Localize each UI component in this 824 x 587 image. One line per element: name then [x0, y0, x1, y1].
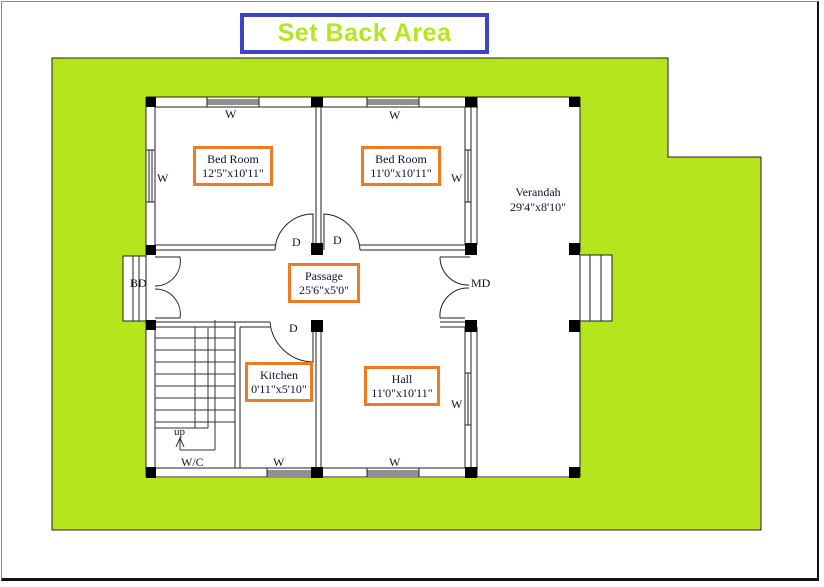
- room-label-bedroom2: Bed Room 11'0"x10'11": [361, 146, 441, 186]
- window-label-bedroom2-top: W: [389, 108, 401, 122]
- staircase: [155, 320, 235, 451]
- stairs-up-label: up: [174, 426, 185, 438]
- columns: [146, 97, 580, 478]
- room-name: Bed Room: [375, 152, 427, 166]
- window-label-bedroom1-top: W: [225, 107, 237, 121]
- window-label-hall-right: W: [451, 397, 463, 411]
- back-door-frame: [122, 255, 147, 322]
- room-size: 12'5"x10'11": [202, 166, 264, 180]
- door-label-bedroom2: D: [333, 233, 342, 247]
- room-name: Kitchen: [260, 368, 298, 382]
- back-door-label: BD: [130, 276, 147, 290]
- window-left-bedroom1: [145, 149, 156, 203]
- room-label-bedroom1: Bed Room 12'5"x10'11": [193, 146, 273, 186]
- back-door-swings: [154, 256, 181, 319]
- room-size: 11'0"x10'11": [371, 386, 433, 400]
- room-name: Bed Room: [207, 152, 259, 166]
- main-door-label: MD: [471, 276, 491, 290]
- room-name: Verandah: [515, 185, 561, 199]
- room-name: Passage: [305, 269, 343, 283]
- window-label-bedroom1-left: W: [157, 171, 169, 185]
- room-label-passage: Passage 25'6"x5'0": [288, 263, 360, 303]
- main-door: [439, 256, 470, 319]
- room-name: Hall: [391, 372, 413, 386]
- kitchen-door: [269, 321, 314, 363]
- window-label-hall-bottom: W: [389, 455, 401, 469]
- wc-label: W/C: [181, 455, 204, 469]
- window-label-kitchen-bottom: W: [273, 455, 285, 469]
- room-label-hall: Hall 11'0"x10'11": [364, 366, 440, 406]
- room-size: 11'0"x10'11": [370, 166, 432, 180]
- bedroom-doors: [274, 213, 361, 251]
- room-size: 25'6"x5'0": [298, 283, 350, 297]
- verandah-steps: [579, 254, 613, 322]
- door-label-bedroom1: D: [292, 235, 301, 249]
- setback-title: Set Back Area: [277, 19, 452, 47]
- room-size: 0'11"x5'10": [251, 382, 307, 396]
- door-label-kitchen: D: [289, 321, 298, 335]
- room-label-kitchen: Kitchen 0'11"x5'10": [245, 362, 313, 402]
- window-label-bedroom2-right: W: [451, 171, 463, 185]
- room-size: 29'4"x8'10": [509, 200, 567, 214]
- setback-title-box: Set Back Area: [240, 13, 489, 54]
- room-label-verandah: Verandah 29'4"x8'10": [498, 185, 578, 215]
